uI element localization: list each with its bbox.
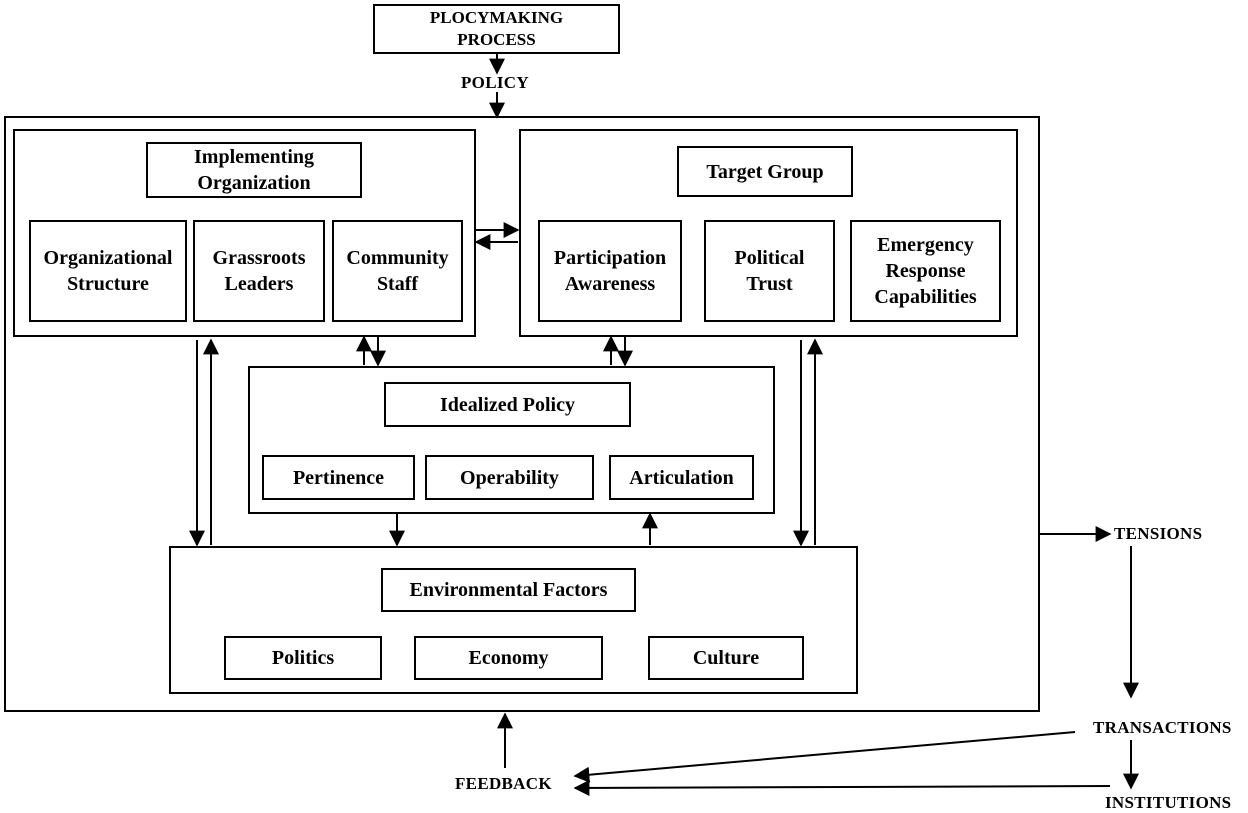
organizational-structure-box: Organizational Structure [29, 220, 187, 322]
feedback-label: FEEDBACK [455, 774, 552, 793]
idealized-policy-title: Idealized Policy [384, 382, 631, 427]
culture-box: Culture [648, 636, 804, 680]
pertinence-box: Pertinence [262, 455, 415, 500]
emergency-response-capabilities-box: Emergency Response Capabilities [850, 220, 1001, 322]
grassroots-leaders-box: Grassroots Leaders [193, 220, 325, 322]
main-frame [4, 116, 1040, 712]
transactions-label: TRANSACTIONS [1093, 718, 1232, 737]
target-group-title: Target Group [677, 146, 853, 197]
community-staff-box: Community Staff [332, 220, 463, 322]
policy-label: POLICY [461, 73, 529, 92]
articulation-box: Articulation [609, 455, 754, 500]
institutions-label: INSTITUTIONS [1105, 793, 1232, 812]
economy-box: Economy [414, 636, 603, 680]
political-trust-box: Political Trust [704, 220, 835, 322]
politics-box: Politics [224, 636, 382, 680]
arrow-transactions-to-feedback [573, 731, 1076, 783]
tensions-label: TENSIONS [1114, 524, 1203, 543]
implementing-organization-title: Implementing Organization [146, 142, 362, 198]
arrow-institutions-to-feedback [573, 779, 1111, 796]
participation-awareness-box: Participation Awareness [538, 220, 682, 322]
policymaking-process-box: PLOCYMAKING PROCESS [373, 4, 620, 54]
environmental-factors-title: Environmental Factors [381, 568, 636, 612]
operability-box: Operability [425, 455, 594, 500]
